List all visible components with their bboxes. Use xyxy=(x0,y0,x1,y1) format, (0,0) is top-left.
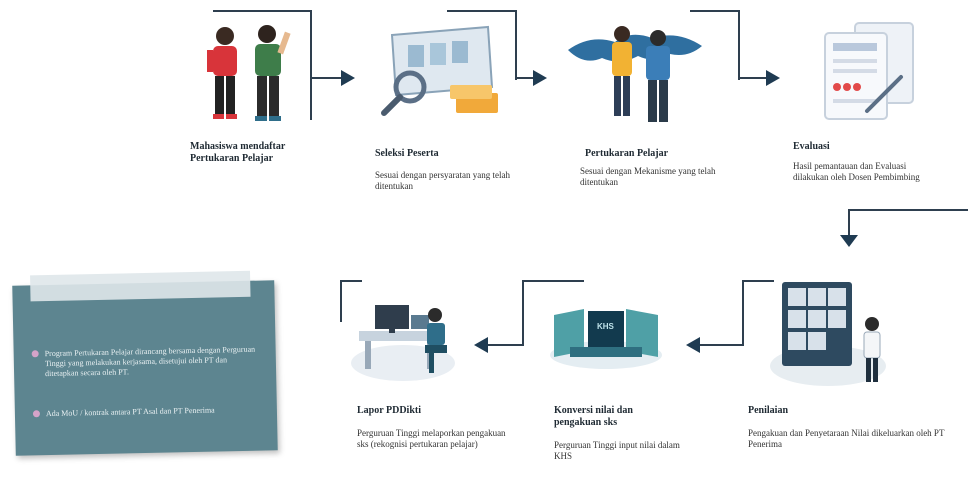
step-6-title: Konversi nilai dan pengakuan sks xyxy=(554,405,633,428)
khs-screen-label: KHS xyxy=(597,322,614,331)
assessment-illustration xyxy=(770,282,886,386)
arrow-3-to-4 xyxy=(766,70,780,86)
arrow-2-to-3 xyxy=(533,70,547,86)
connector-line-3 xyxy=(738,77,766,79)
students-illustration xyxy=(207,25,291,121)
step-3-title: Pertukaran Pelajar xyxy=(585,148,669,159)
info-note-card: Program Pertukaran Pelajar dirancang ber… xyxy=(12,270,278,456)
connector-bracket-7 xyxy=(340,280,362,322)
connector-line-6 xyxy=(488,344,522,346)
connector-line-2 xyxy=(515,77,533,79)
report-illustration xyxy=(351,305,455,381)
step-7-title: Lapor PDDikti xyxy=(357,405,421,416)
connector-bracket-6 xyxy=(522,280,584,346)
bullet-icon xyxy=(32,410,41,418)
arrow-6-to-7 xyxy=(474,337,488,353)
step-4-title: Evaluasi xyxy=(793,141,830,152)
step-3-desc: Sesuai dengan Mekanisme yang telah diten… xyxy=(580,166,716,187)
bullet-icon xyxy=(31,350,39,358)
connector-bracket-2 xyxy=(447,10,517,80)
step-6-desc: Perguruan Tinggi input nilai dalam KHS xyxy=(554,440,680,461)
connector-bracket-1 xyxy=(213,10,312,120)
note-tape xyxy=(30,270,251,302)
conversion-illustration xyxy=(550,309,662,369)
step-2-desc: Sesuai dengan persyaratan yang telah dit… xyxy=(375,170,510,191)
connector-bracket-3 xyxy=(690,10,740,80)
connector-line-4 xyxy=(848,209,968,211)
arrow-5-to-6 xyxy=(686,337,700,353)
connector-line-1 xyxy=(310,77,341,79)
note-item-2: Ada MoU / kontrak antara PT Asal dan PT … xyxy=(32,404,273,419)
connector-line-5 xyxy=(700,344,742,346)
arrow-4-to-5 xyxy=(840,235,858,247)
step-5-title: Penilaian xyxy=(748,405,789,416)
step-7-desc: Perguruan Tinggi melaporkan pengakuan sk… xyxy=(357,428,506,449)
arrow-1-to-2 xyxy=(341,70,355,86)
connector-bracket-5 xyxy=(742,280,774,346)
selection-illustration xyxy=(381,25,498,116)
step-2-title: Seleksi Peserta xyxy=(375,148,439,159)
connector-line-down xyxy=(848,209,850,235)
step-5-desc: Pengakuan dan Penyetaraan Nilai dikeluar… xyxy=(748,428,945,449)
step-1-title: Mahasiswa mendaftar Pertukaran Pelajar xyxy=(190,141,286,164)
exchange-illustration xyxy=(568,26,702,122)
evaluation-illustration xyxy=(824,22,914,120)
step-4-desc: Hasil pemantauan dan Evaluasi dilakukan … xyxy=(793,161,920,182)
note-item-1: Program Pertukaran Pelajar dirancang ber… xyxy=(31,344,273,379)
